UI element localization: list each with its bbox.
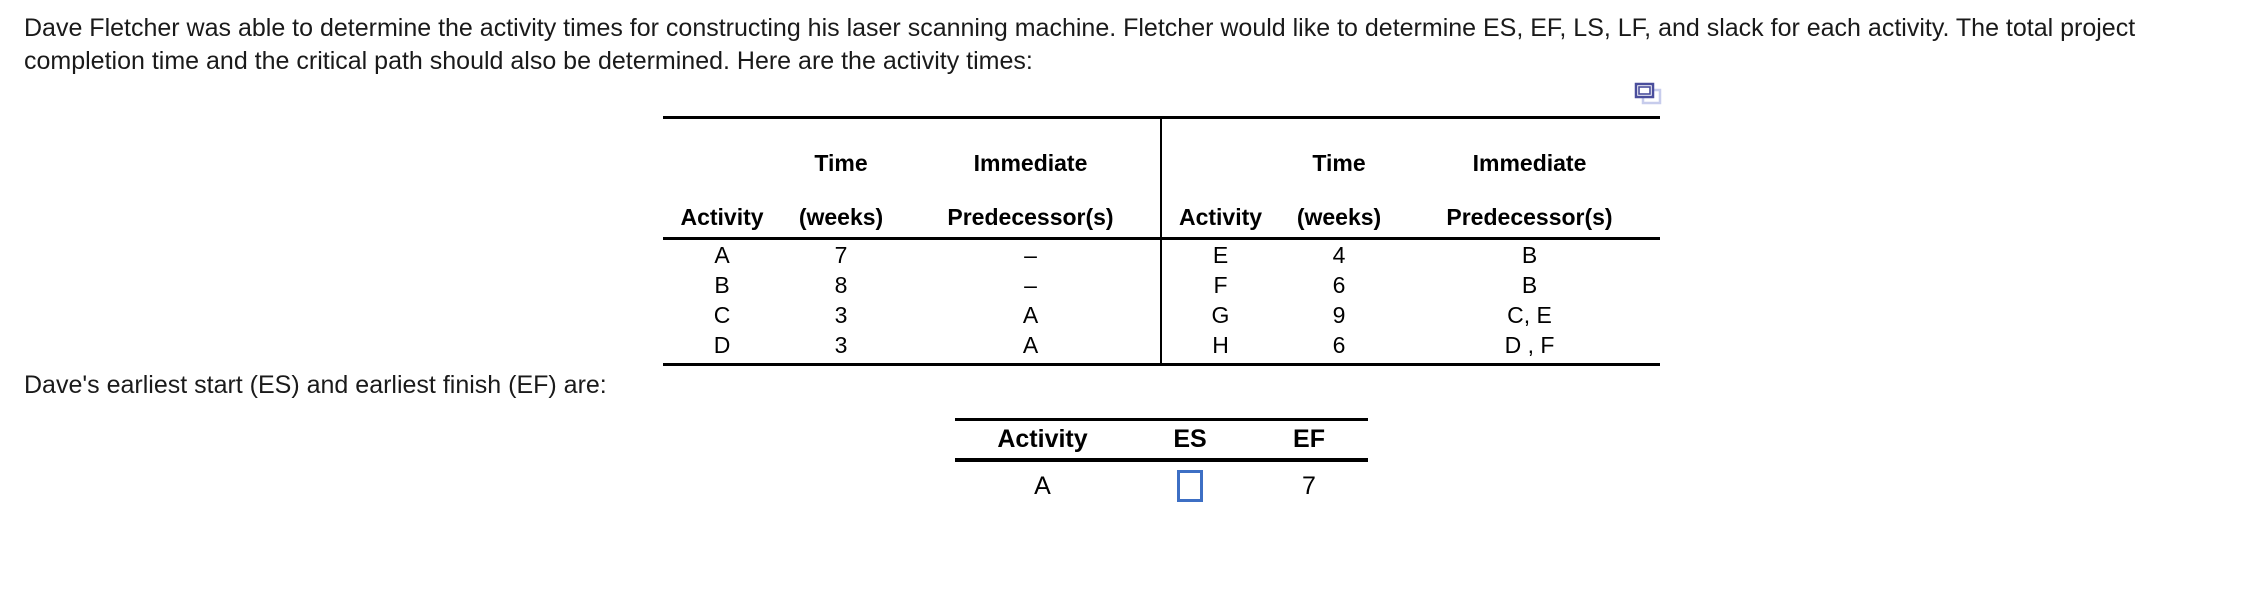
answer-header-activity: Activity: [955, 418, 1130, 462]
header-time-right: Time (weeks): [1279, 116, 1399, 240]
answer-cell-es: [1130, 460, 1250, 506]
header-activity-right: Activity: [1161, 116, 1279, 240]
cell-activity-left: B: [714, 272, 730, 298]
header-time-left: Time (weeks): [781, 116, 901, 240]
intro-paragraph: Dave Fletcher was able to determine the …: [24, 14, 2136, 75]
cell-predecessor-right: B: [1521, 272, 1538, 298]
cell-activity-right: G: [1211, 302, 1230, 328]
cell-activity-right: F: [1213, 272, 1228, 298]
header-time-right-line1: Time: [1312, 150, 1366, 176]
cell-activity-right: H: [1161, 330, 1279, 366]
header-predecessor-right-line2: Predecessor(s): [1446, 204, 1613, 230]
answer-header-es: ES: [1130, 418, 1250, 462]
table-row: B 8 – F 6 B: [663, 270, 1660, 300]
answer-cell-ef: 7: [1302, 472, 1316, 500]
cell-time-left: 3: [781, 330, 901, 366]
table-row: D 3 A H 6 D , F: [663, 330, 1660, 366]
header-predecessor-left-line2: Predecessor(s): [947, 204, 1114, 230]
cell-time-right: 6: [1332, 272, 1346, 298]
cell-time-right: 6: [1279, 330, 1399, 366]
table-row: A 7: [955, 460, 1368, 506]
cell-activity-left: C: [713, 302, 731, 328]
header-time-right-line2: (weeks): [1296, 204, 1382, 230]
cell-predecessor-left: A: [901, 300, 1162, 330]
answer-cell-activity: A: [1034, 472, 1051, 500]
table-row: A 7 – E 4 B: [663, 238, 1660, 270]
cell-time-right: 9: [1332, 302, 1346, 328]
es-ef-prompt: Dave's earliest start (ES) and earliest …: [24, 371, 607, 399]
cell-predecessor-left: –: [901, 270, 1162, 300]
es-input-box[interactable]: [1177, 470, 1203, 502]
cell-predecessor-right: D , F: [1399, 330, 1660, 366]
header-time-left-line2: (weeks): [798, 204, 884, 230]
cell-predecessor-right: C, E: [1507, 302, 1552, 328]
header-time-left-line1: Time: [814, 150, 868, 176]
cell-time-left: 7: [834, 242, 848, 268]
header-predecessor-right-line1: Immediate: [1472, 150, 1587, 176]
header-predecessor-left-line1: Immediate: [973, 150, 1088, 176]
es-ef-answer-table: Activity ES EF A 7: [955, 418, 1368, 506]
header-predecessor-right: Immediate Predecessor(s): [1399, 116, 1660, 240]
header-activity-left: Activity: [663, 116, 781, 240]
copy-windows-icon[interactable]: [1634, 82, 1662, 106]
header-predecessor-left: Immediate Predecessor(s): [901, 116, 1162, 240]
cell-activity-left: D: [663, 330, 781, 366]
answer-header-ef: EF: [1250, 418, 1368, 462]
cell-time-left: 3: [834, 302, 848, 328]
cell-activity-right: E: [1212, 242, 1229, 268]
table-row: C 3 A G 9 C, E: [663, 300, 1660, 330]
cell-time-right: 4: [1332, 242, 1346, 268]
cell-predecessor-left: –: [901, 238, 1162, 270]
activity-times-table: Activity Time (weeks) Immediate Predeces…: [663, 116, 1660, 366]
cell-time-left: 8: [834, 272, 848, 298]
cell-predecessor-left: A: [901, 330, 1162, 366]
cell-predecessor-right: B: [1521, 242, 1538, 268]
cell-activity-left: A: [714, 242, 730, 268]
